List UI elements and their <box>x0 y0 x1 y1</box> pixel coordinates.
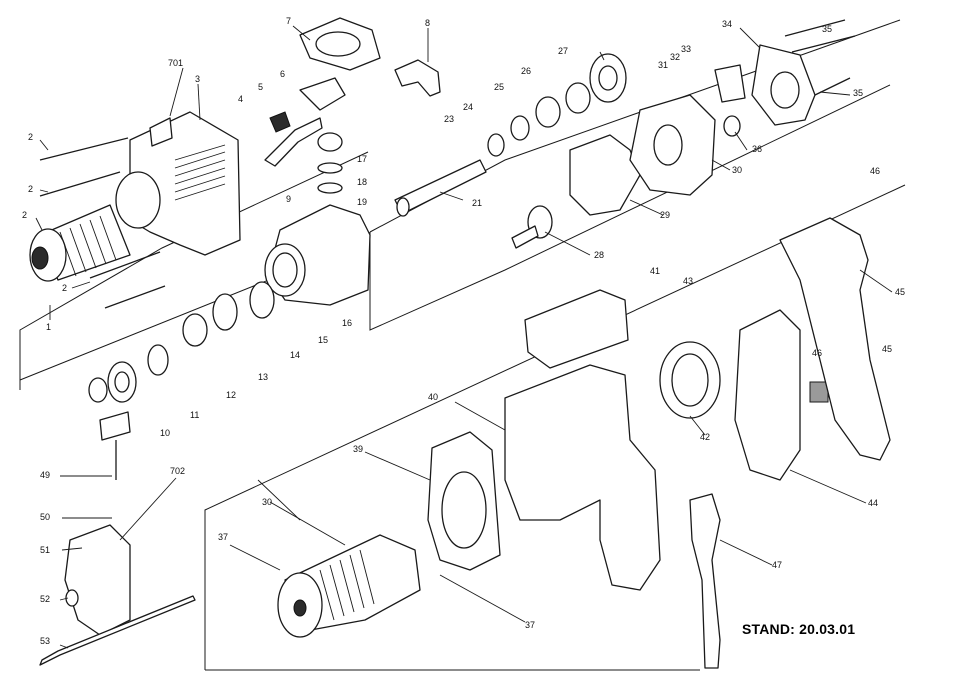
callout-2d: 2 <box>62 283 67 293</box>
part-callouts: 701 3 2 2 2 2 1 7 6 5 4 9 17 18 19 8 21 … <box>22 16 905 646</box>
callout-43: 43 <box>683 276 693 286</box>
spindle-group <box>394 53 627 249</box>
bearing-plate-group <box>569 19 856 216</box>
callout-19: 19 <box>357 197 367 207</box>
callout-23: 23 <box>444 114 454 124</box>
callout-31: 31 <box>658 60 668 70</box>
motor-and-depth-stop <box>39 411 421 666</box>
stand-date-label: STAND: 20.03.01 <box>742 621 856 637</box>
callout-2b: 2 <box>28 184 33 194</box>
callout-10: 10 <box>160 428 170 438</box>
callout-53: 53 <box>40 636 50 646</box>
callout-37-right: 37 <box>525 620 535 630</box>
callout-4: 4 <box>238 94 243 104</box>
callout-15: 15 <box>318 335 328 345</box>
callout-2a: 2 <box>28 132 33 142</box>
callout-13: 13 <box>258 372 268 382</box>
callout-37-left: 37 <box>218 532 228 542</box>
callout-46-top: 46 <box>870 166 880 176</box>
callout-5: 5 <box>258 82 263 92</box>
callout-42: 42 <box>700 432 710 442</box>
leader-lines <box>35 25 893 649</box>
callout-29: 29 <box>660 210 670 220</box>
switch-parts <box>264 17 441 194</box>
callout-39: 39 <box>353 444 363 454</box>
callout-24: 24 <box>463 102 473 112</box>
chuck-assembly <box>29 111 241 309</box>
callout-32: 32 <box>670 52 680 62</box>
callout-44: 44 <box>868 498 878 508</box>
callout-6: 6 <box>280 69 285 79</box>
callout-40: 40 <box>428 392 438 402</box>
callout-11: 11 <box>190 410 199 420</box>
callout-27: 27 <box>558 46 568 56</box>
callout-35b: 35 <box>853 88 863 98</box>
callout-701: 701 <box>168 58 183 68</box>
callout-34: 34 <box>722 19 732 29</box>
callout-30-motor: 30 <box>262 497 272 507</box>
callout-12: 12 <box>226 390 236 400</box>
callout-9: 9 <box>286 194 291 204</box>
callout-26: 26 <box>521 66 531 76</box>
callout-3: 3 <box>195 74 200 84</box>
callout-7: 7 <box>286 16 291 26</box>
callout-33: 33 <box>681 44 691 54</box>
callout-41: 41 <box>650 266 660 276</box>
housing-and-handle <box>427 217 891 669</box>
callout-18: 18 <box>357 177 367 187</box>
callout-16: 16 <box>342 318 352 328</box>
callout-702: 702 <box>170 466 185 476</box>
callout-51: 51 <box>40 545 50 555</box>
callout-25: 25 <box>494 82 504 92</box>
callout-49: 49 <box>40 470 50 480</box>
callout-2c: 2 <box>22 210 27 220</box>
callout-36: 36 <box>752 144 762 154</box>
gear-case-and-rings <box>88 204 371 403</box>
callout-28: 28 <box>594 250 604 260</box>
callout-17: 17 <box>357 154 367 164</box>
callout-45-top: 45 <box>895 287 905 297</box>
callout-52: 52 <box>40 594 50 604</box>
callout-30-top: 30 <box>732 165 742 175</box>
callout-14: 14 <box>290 350 300 360</box>
callout-8: 8 <box>425 18 430 28</box>
callout-21: 21 <box>472 198 482 208</box>
callout-35a: 35 <box>822 24 832 34</box>
callout-1: 1 <box>46 322 51 332</box>
callout-50: 50 <box>40 512 50 522</box>
callout-46-mid: 46 <box>812 348 822 358</box>
callout-47: 47 <box>772 560 782 570</box>
callout-45-right: 45 <box>882 344 892 354</box>
